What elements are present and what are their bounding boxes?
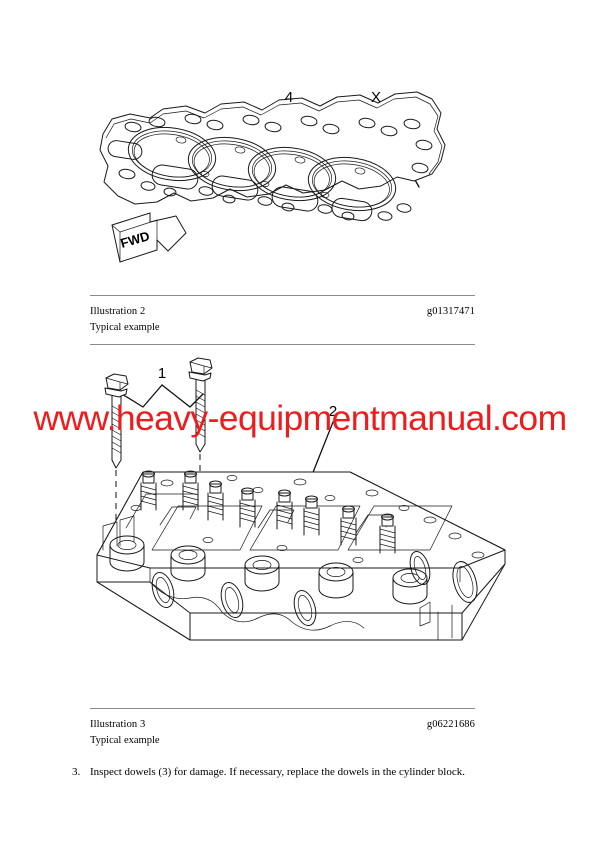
head-bolt-right	[188, 357, 213, 453]
illustration-2-id: g01317471	[426, 306, 475, 317]
illustration-3-title: Illustration 3	[90, 719, 146, 730]
illustration-3-figure: 1 2	[0, 350, 600, 695]
callout-1-leader-left	[121, 384, 163, 408]
head-right-end	[419, 561, 478, 641]
callout-label-4: 4	[285, 89, 293, 106]
illustration-3-subtitle: Typical example	[90, 735, 160, 747]
fwd-arrow-icon: FWD	[111, 212, 187, 263]
head-bolt-left	[104, 373, 129, 469]
illustration-3-id: g06221686	[426, 719, 475, 730]
bolt-left-threads	[111, 405, 122, 454]
head-bosses-front	[109, 535, 428, 605]
cylinder-head-drawing	[96, 470, 506, 641]
illustration-2-subtitle: Typical example	[90, 322, 160, 334]
callout-label-1: 1	[158, 365, 166, 382]
illustration-2-figure: FWD 4 X	[0, 50, 600, 285]
callout-label-x: X	[371, 89, 381, 106]
callout-1-leader-right	[161, 384, 204, 408]
gasket-bore-2	[187, 136, 277, 192]
caption-rule-top	[90, 295, 475, 296]
gasket-drawing	[99, 91, 446, 222]
valve-springs	[140, 470, 396, 554]
caption-rule-bottom	[90, 344, 475, 346]
head-deck-holes	[130, 475, 485, 563]
head-rocker-rails	[125, 493, 453, 551]
caption-2-row: Illustration 2 g01317471	[90, 306, 475, 317]
caption-3-row: Illustration 3 g06221686	[90, 719, 475, 730]
illustration-2-caption: Illustration 2 g01317471 Typical example	[90, 295, 475, 346]
illustration-3-caption: Illustration 3 g06221686 Typical example	[90, 708, 475, 746]
gasket-bore-3	[247, 146, 337, 202]
procedure-step-3: 3. Inspect dowels (3) for damage. If nec…	[72, 766, 542, 780]
gasket-bore-1	[127, 126, 217, 182]
step-text: Inspect dowels (3) for damage. If necess…	[90, 766, 465, 778]
gasket-bolt-holes	[118, 113, 433, 221]
caption-3-rule-top	[90, 708, 475, 709]
gasket-bore-4	[307, 156, 397, 212]
illustration-2-title: Illustration 2	[90, 306, 146, 317]
step-number: 3.	[72, 766, 81, 778]
bolt-right-threads	[195, 389, 206, 438]
callout-label-2: 2	[329, 403, 337, 420]
head-ports-front	[151, 550, 431, 627]
